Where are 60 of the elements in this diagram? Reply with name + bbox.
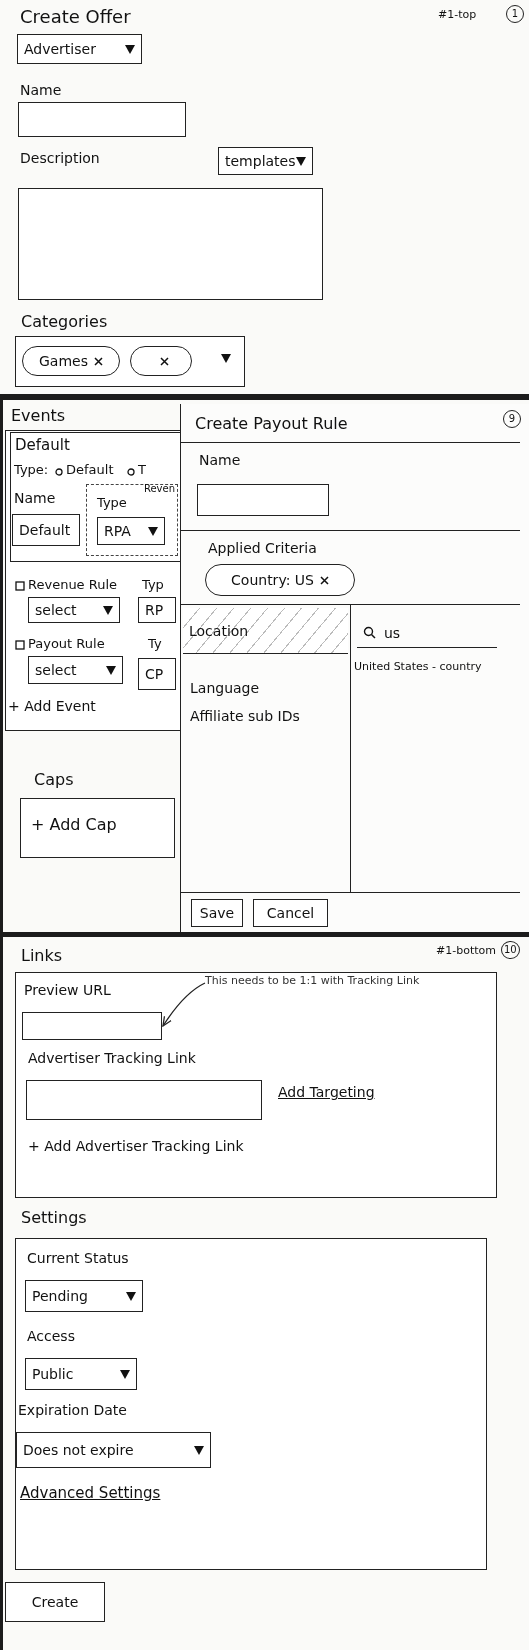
sheet-label: #1-bottom xyxy=(436,944,496,957)
field-label: Ty xyxy=(148,636,162,651)
dropdown: templates xyxy=(218,147,313,175)
section-heading: Default xyxy=(15,436,70,454)
field-label: Current Status xyxy=(27,1250,129,1266)
annotation-note: This needs to be 1:1 with Tracking Link xyxy=(205,974,490,992)
button: Cancel xyxy=(253,899,328,927)
add-link: + Add Advertiser Tracking Link xyxy=(28,1138,244,1154)
select-field: RP xyxy=(138,597,176,623)
list-item: Location xyxy=(183,608,348,654)
field-label: Preview URL xyxy=(24,982,111,998)
dashed-group xyxy=(86,484,178,556)
radio-label: T xyxy=(138,462,146,477)
field-label: Applied Criteria xyxy=(208,540,317,556)
dropdown: select xyxy=(28,597,120,623)
checkbox-label: Payout Rule xyxy=(28,636,105,651)
section-heading: Events xyxy=(11,406,66,425)
field-label: Reven xyxy=(143,483,175,494)
section-heading: Settings xyxy=(21,1208,87,1227)
dropdown: Advertiser xyxy=(17,34,142,64)
link: Advanced Settings xyxy=(20,1484,161,1502)
section-heading: Links xyxy=(21,946,63,965)
checkbox-label: Revenue Rule xyxy=(28,577,118,592)
page-title: Create Offer xyxy=(20,6,131,27)
button: Save xyxy=(191,899,243,927)
list-pane xyxy=(181,604,351,892)
field-label: Type xyxy=(97,495,127,510)
tag-chip: Country: US xyxy=(205,564,355,596)
dropdown: Public xyxy=(25,1358,137,1390)
sheet-label: #1-top xyxy=(438,8,477,21)
field-label: Description xyxy=(20,150,100,166)
section-heading: Caps xyxy=(34,770,74,789)
tag-chip xyxy=(130,346,192,376)
field-label: Name xyxy=(20,82,62,98)
section-heading: Categories xyxy=(21,312,108,331)
link: Add Targeting xyxy=(278,1084,375,1100)
radio-label: Default xyxy=(66,462,114,477)
dropdown: RPA xyxy=(97,517,165,545)
field-label: Typ xyxy=(142,577,164,592)
dropdown: Pending xyxy=(25,1280,143,1312)
field-label: Access xyxy=(27,1328,75,1344)
dialog-title: Create Payout Rule xyxy=(195,414,348,433)
add-link: + Add Event xyxy=(8,698,96,714)
button: Create xyxy=(5,1582,105,1622)
select-field: CP xyxy=(138,658,176,690)
search-field: us xyxy=(357,618,497,648)
text-field: Default xyxy=(12,514,80,546)
tag-chip: Games xyxy=(22,346,120,376)
list-item: Affiliate sub IDs xyxy=(190,708,300,724)
field-label: Name xyxy=(199,452,241,468)
list-item: Language xyxy=(190,680,260,696)
dropdown: select xyxy=(28,656,123,684)
add-link: + Add Cap xyxy=(31,815,117,834)
field-label: Name xyxy=(14,490,56,506)
field-label: Type: xyxy=(14,462,49,477)
field-label: Expiration Date xyxy=(18,1402,127,1418)
dropdown: Does not expire xyxy=(16,1432,211,1468)
search-result: United States - country xyxy=(354,660,482,673)
field-label: Advertiser Tracking Link xyxy=(28,1050,196,1066)
arrow xyxy=(162,982,206,1027)
